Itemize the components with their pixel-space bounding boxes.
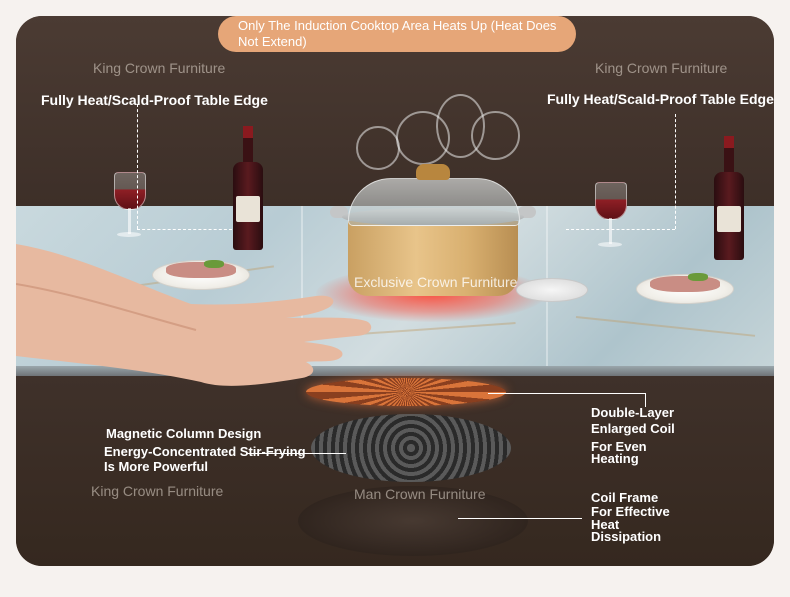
banner-text: Only The Induction Cooktop Area Heats Up…: [238, 18, 557, 49]
bottle-neck: [724, 148, 734, 174]
pot-knob: [416, 164, 450, 180]
food-icon: [650, 276, 720, 292]
bottle-neck: [243, 138, 253, 164]
food-icon: [688, 273, 708, 281]
wine-glass-foot: [117, 232, 141, 237]
callout-line: [137, 104, 138, 229]
pot-body: [348, 221, 518, 296]
watermark: King Crown Furniture: [91, 483, 224, 499]
product-card: [16, 16, 774, 566]
watermark: King Crown Furniture: [595, 60, 728, 76]
magnetic-title: Magnetic Column Design: [106, 426, 262, 441]
wine-glass-stem: [128, 208, 131, 234]
empty-plate: [516, 278, 588, 302]
callout-line: [458, 518, 582, 519]
callout-line: [675, 114, 676, 229]
frame-desc-3: Heat: [591, 517, 620, 532]
magnetic-coil: [311, 414, 511, 482]
callout-line: [566, 229, 675, 230]
bottle-cap: [724, 136, 734, 148]
watermark: Man Crown Furniture: [354, 486, 486, 502]
bottle-label: [236, 196, 260, 222]
magnetic-desc-2: Is More Powerful: [104, 459, 209, 474]
food-icon: [204, 260, 224, 268]
coil-desc-3: For Even: [591, 439, 647, 454]
hand-icon: [16, 244, 372, 386]
coil-desc-4: Heating: [591, 451, 639, 466]
tabletop-seam: [301, 206, 303, 366]
wine-glass-icon: [114, 172, 146, 210]
watermark: King Crown Furniture: [93, 60, 226, 76]
banner-pill: [218, 16, 576, 52]
bottle-label: [717, 206, 741, 232]
copper-coil: [306, 378, 506, 406]
frame-desc-4: Dissipation: [591, 529, 662, 544]
edge-label-left: Fully Heat/Scald-Proof Table Edge: [41, 92, 268, 108]
marble-vein: [575, 316, 756, 337]
pot-lid: [348, 178, 520, 226]
steam-icon: [356, 126, 400, 170]
table-edge: [16, 366, 774, 376]
coil-desc-1: Double-Layer: [591, 405, 675, 420]
wine-glass-icon: [595, 182, 627, 220]
callout-line: [137, 229, 232, 230]
wine-glass-stem: [609, 218, 612, 244]
edge-label-right: Fully Heat/Scald-Proof Table Edge: [547, 91, 774, 107]
magnetic-desc-1: Energy-Concentrated Stir-Frying: [104, 444, 306, 459]
callout-line: [488, 393, 646, 394]
callout-line: [246, 453, 346, 454]
callout-line: [645, 393, 646, 407]
frame-desc-2: For Effective: [591, 504, 670, 519]
wine-glass-foot: [598, 242, 622, 247]
frame-desc-1: Coil Frame: [591, 490, 659, 505]
watermark: Exclusive Crown Furniture: [354, 274, 518, 290]
coil-desc-2: Enlarged Coil: [591, 421, 675, 436]
bottle-cap: [243, 126, 253, 138]
coil-frame: [298, 486, 528, 556]
steam-icon: [471, 111, 520, 160]
